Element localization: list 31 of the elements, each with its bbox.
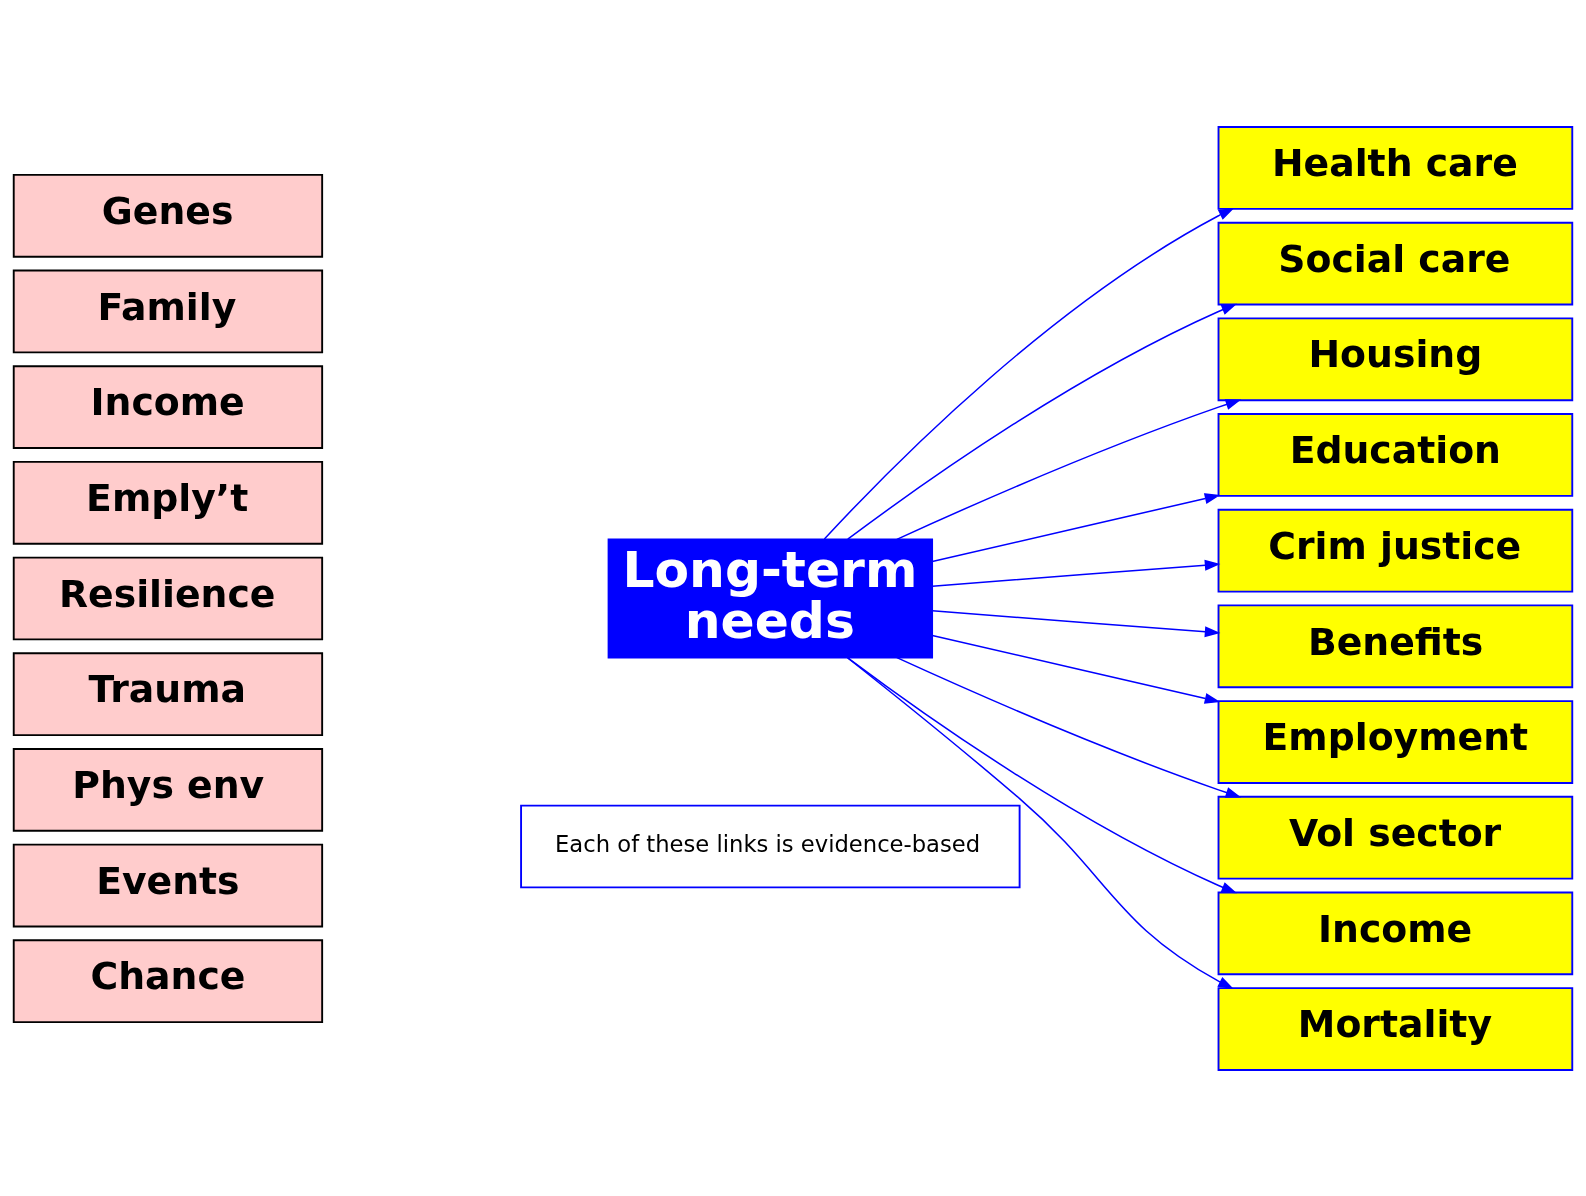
node-box: Phys env xyxy=(12,747,324,832)
arrow xyxy=(896,398,1242,540)
node-box: Trauma xyxy=(12,651,324,736)
node-box: Emply’t xyxy=(12,460,324,545)
arrow xyxy=(847,303,1238,540)
node-box: Long-term needs xyxy=(607,537,934,659)
node-box: Employment xyxy=(1217,699,1574,784)
node-box: Events xyxy=(12,843,324,927)
node-box: Each of these links is evidence-based xyxy=(520,804,1021,888)
arrow xyxy=(823,207,1235,540)
node-box: Crim justice xyxy=(1217,508,1574,593)
node-box: Mortality xyxy=(1217,986,1574,1071)
node-box: Vol sector xyxy=(1217,795,1574,880)
node-box: Genes xyxy=(12,173,324,258)
arrow xyxy=(846,656,1234,989)
node-box: Family xyxy=(12,269,324,353)
arrow xyxy=(931,634,1221,704)
node-box: Health care xyxy=(1217,125,1574,210)
node-box: Social care xyxy=(1217,221,1574,305)
node-box: Chance xyxy=(12,938,324,1023)
node-box: Income xyxy=(12,364,324,449)
arrow xyxy=(931,492,1221,562)
node-box: Income xyxy=(1217,891,1574,975)
arrow xyxy=(931,609,1221,637)
arrow xyxy=(847,656,1238,893)
arrow xyxy=(896,656,1242,798)
node-box: Education xyxy=(1217,412,1574,497)
node-box: Resilience xyxy=(12,556,324,640)
node-box: Housing xyxy=(1217,316,1574,401)
arrow xyxy=(931,559,1221,587)
node-box: Benefits xyxy=(1217,603,1574,688)
